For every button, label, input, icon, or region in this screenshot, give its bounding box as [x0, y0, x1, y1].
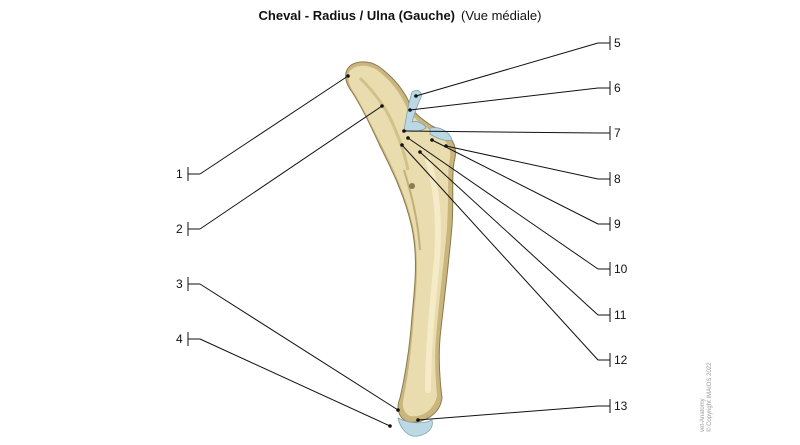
bone-body	[348, 65, 451, 417]
label-1: 1	[176, 167, 183, 181]
endpoint-7	[402, 129, 406, 133]
label-10: 10	[614, 262, 628, 276]
label-2: 2	[176, 222, 183, 236]
watermark-copyright: © Copyright IMAIOS 2022	[707, 362, 713, 432]
articular-cartilage-distal	[397, 417, 433, 437]
interosseous-foramen	[409, 183, 415, 189]
endpoint-10	[406, 136, 410, 140]
label-7: 7	[614, 126, 621, 140]
endpoint-2	[380, 104, 384, 108]
label-3: 3	[176, 277, 183, 291]
leader-endpoints	[346, 74, 448, 428]
leader-line-11	[419, 151, 599, 316]
title-sub: (Vue médiale)	[461, 8, 542, 23]
endpoint-5	[414, 94, 418, 98]
endpoint-11	[418, 150, 422, 154]
leader-line-6	[409, 87, 599, 111]
endpoint-13	[416, 418, 420, 422]
label-6: 6	[614, 81, 621, 95]
title-main: Cheval - Radius / Ulna (Gauche)	[258, 8, 456, 23]
number-labels: 1 2 3 4 5 6 7 8 9 10 11 12 13	[176, 36, 628, 413]
endpoint-4	[388, 424, 392, 428]
leader-line-9	[431, 139, 599, 225]
copyright-watermark: vet-Anatomy © Copyright IMAIOS 2022	[700, 363, 714, 432]
label-5: 5	[614, 36, 621, 50]
endpoint-6	[408, 108, 412, 112]
endpoint-1	[346, 74, 350, 78]
label-13: 13	[614, 399, 628, 413]
leader-line-7	[403, 130, 599, 134]
radius-ulna-illustration	[345, 61, 456, 437]
leader-line-13	[417, 405, 599, 421]
label-9: 9	[614, 217, 621, 231]
leader-line-8	[445, 145, 599, 180]
leader-line-12	[401, 144, 599, 361]
leader-lines	[187, 36, 611, 427]
label-4: 4	[176, 332, 183, 346]
leader-line-2	[199, 105, 383, 230]
endpoint-12	[400, 143, 404, 147]
leader-line-4	[199, 338, 391, 427]
endpoint-3	[396, 408, 400, 412]
leader-line-10	[407, 137, 599, 270]
endpoint-8	[444, 144, 448, 148]
watermark-brand: vet-Anatomy	[700, 398, 706, 432]
leader-line-5	[415, 42, 599, 97]
label-8: 8	[614, 172, 621, 186]
endpoint-9	[430, 138, 434, 142]
articular-cartilage-upper	[403, 90, 427, 132]
olecranon-shading	[358, 76, 410, 171]
label-11: 11	[614, 308, 627, 322]
label-12: 12	[614, 353, 628, 367]
bone-highlight	[425, 157, 441, 393]
ulna-shaft-shading	[403, 169, 421, 251]
leader-line-1	[199, 75, 349, 175]
diagram-title: Cheval - Radius / Ulna (Gauche) (Vue médi…	[0, 8, 800, 23]
leader-line-3	[199, 283, 399, 411]
